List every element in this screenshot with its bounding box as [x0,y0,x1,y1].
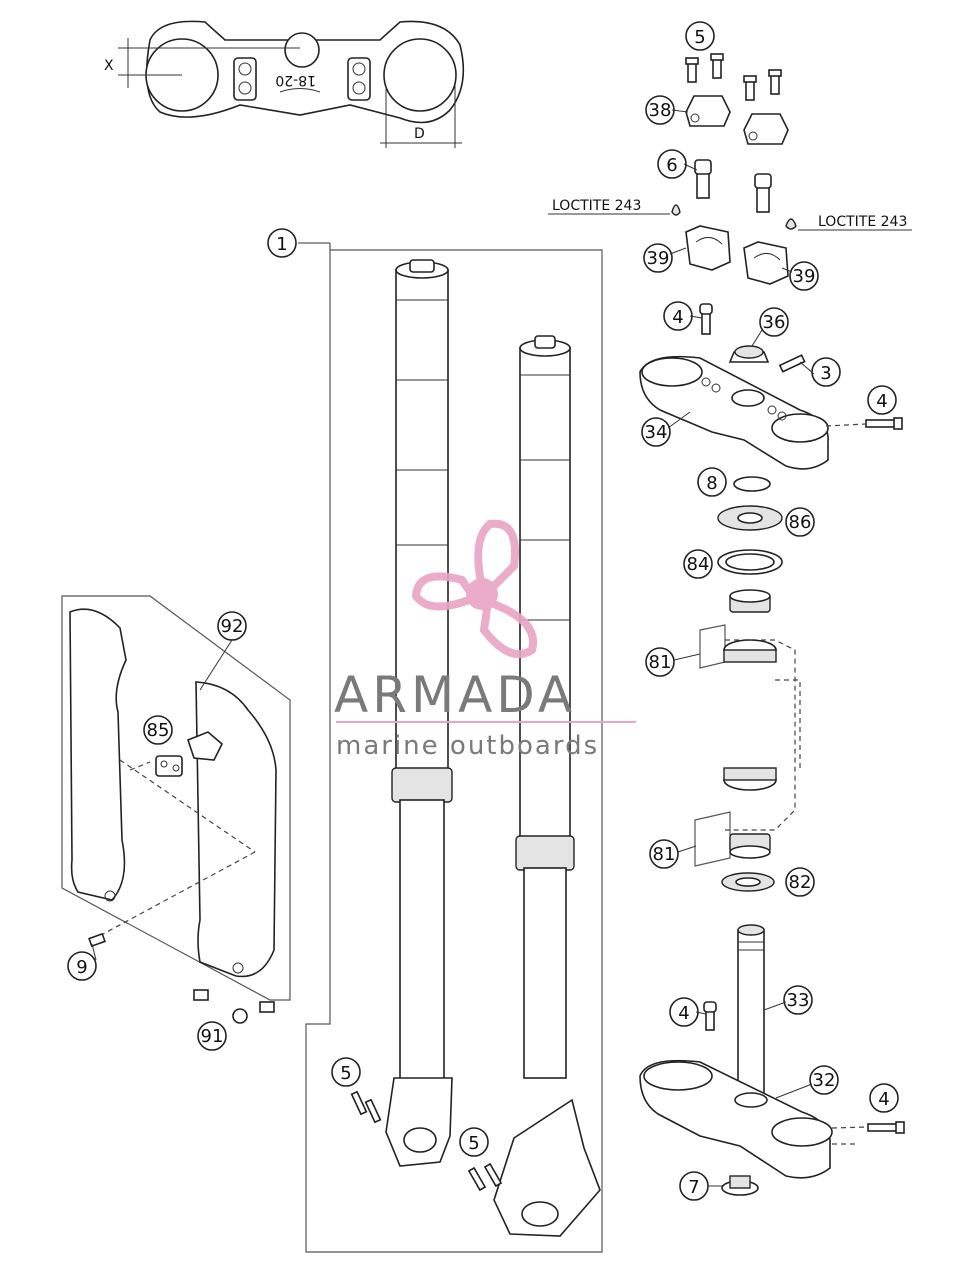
svg-text:39: 39 [793,266,816,287]
svg-text:9: 9 [76,957,87,978]
callout-33: 33 [783,985,813,1015]
callout-85: 85 [143,715,173,745]
callout-3: 3 [811,357,841,387]
dimension-x-label: X [104,58,114,74]
svg-text:91: 91 [201,1026,224,1047]
svg-text:5: 5 [468,1133,479,1154]
callout-34: 34 [641,417,671,447]
svg-text:4: 4 [672,307,683,328]
callout-86: 86 [785,507,815,537]
svg-text:82: 82 [789,872,812,893]
svg-text:4: 4 [878,1089,889,1110]
svg-text:81: 81 [653,844,676,865]
svg-text:36: 36 [763,312,786,333]
fork-assembly [298,242,603,1253]
upper-triple-clamp [639,303,903,470]
svg-text:5: 5 [340,1063,351,1084]
steering-bearing-stack [694,476,801,892]
svg-text:92: 92 [221,616,244,637]
fork-guard-group [61,595,291,1024]
handlebar-clamp-group: LOCTITE 243 LOCTITE 243 [548,53,912,285]
svg-text:86: 86 [789,512,812,533]
loctite-label-right: LOCTITE 243 [818,214,907,230]
callout-81-lower: 81 [649,839,679,869]
callout-7: 7 [679,1171,709,1201]
callout-4-upper-right: 4 [867,385,897,415]
svg-text:6: 6 [666,155,677,176]
callout-4-lower-right: 4 [869,1083,899,1113]
dimension-d-label: D [414,126,425,142]
watermark-tagline: marine outboards [336,731,599,761]
svg-text:85: 85 [147,720,170,741]
callout-5-left-fork: 5 [331,1057,361,1087]
callout-1: 1 [267,228,297,258]
svg-text:84: 84 [687,554,710,575]
svg-text:4: 4 [876,391,887,412]
callout-32: 32 [809,1065,839,1095]
callout-38: 38 [645,95,675,125]
svg-text:4: 4 [678,1003,689,1024]
callout-39-left: 39 [643,243,673,273]
armada-watermark: ARMADA marine outboards [334,519,636,761]
callout-8: 8 [697,467,727,497]
clamp-part-number: 18-20 [275,72,316,88]
callout-81-upper: 81 [645,647,675,677]
callout-4-upper-left: 4 [663,301,693,331]
svg-text:1: 1 [276,234,287,255]
callout-39-right: 39 [789,261,819,291]
watermark-brand: ARMADA [334,666,576,724]
callout-5-top: 5 [685,21,715,51]
svg-text:38: 38 [649,100,672,121]
svg-text:5: 5 [694,27,705,48]
propeller-logo-icon [411,519,538,658]
svg-text:39: 39 [647,248,670,269]
svg-text:32: 32 [813,1070,836,1091]
svg-text:7: 7 [688,1177,699,1198]
callout-84: 84 [683,549,713,579]
leader-lines [91,109,815,1187]
callout-82: 82 [785,867,815,897]
svg-text:3: 3 [820,363,831,384]
loctite-label-left: LOCTITE 243 [552,198,641,214]
svg-text:33: 33 [787,990,810,1011]
lower-triple-clamp-and-stem [639,924,905,1196]
svg-text:81: 81 [649,652,672,673]
svg-text:34: 34 [645,422,668,443]
callout-6: 6 [657,149,687,179]
callout-4-lower-left: 4 [669,997,699,1027]
callout-5-right-fork: 5 [459,1127,489,1157]
callout-9: 9 [67,951,97,981]
svg-text:8: 8 [706,473,717,494]
callout-36: 36 [759,307,789,337]
callout-92: 92 [217,611,247,641]
top-clamp-dimension-view: 18-20 X D [104,20,465,148]
callout-91: 91 [197,1021,227,1051]
